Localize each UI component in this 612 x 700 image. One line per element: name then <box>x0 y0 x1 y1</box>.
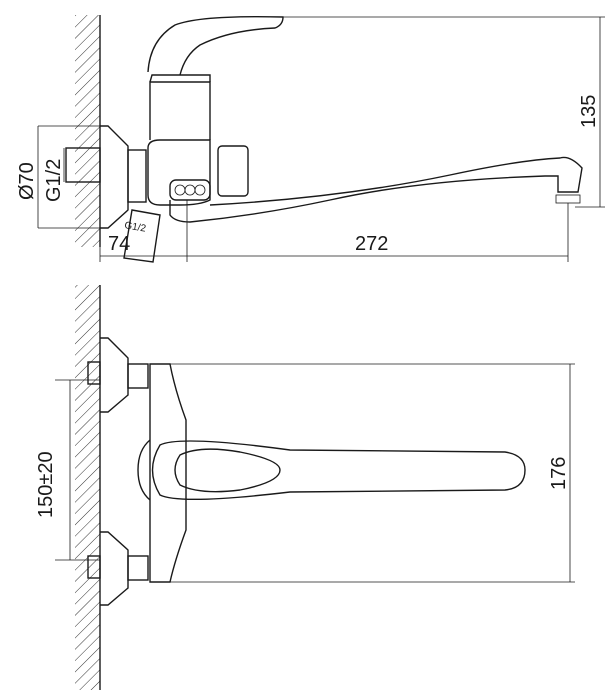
diverter-outlet <box>123 209 161 263</box>
inlet-pipe <box>65 147 101 183</box>
front-view: 150±20 176 <box>35 285 575 690</box>
lever-recess <box>174 448 281 493</box>
dim-74: 74 <box>108 233 130 255</box>
dim-135: 135 <box>578 95 600 128</box>
dim-inlet-thread: G1/2 <box>43 159 65 202</box>
upper-flange <box>100 337 129 413</box>
lever-handle <box>147 15 284 76</box>
dim-176: 176 <box>548 457 570 490</box>
eccentric-nut <box>127 149 147 203</box>
dim-150-20: 150±20 <box>35 451 57 518</box>
dimension-lines <box>37 16 605 262</box>
cartridge-housing <box>149 81 211 140</box>
valve-body-front <box>149 363 187 583</box>
swivel-ring <box>169 179 211 201</box>
aerator <box>555 194 581 204</box>
upper-nut <box>127 363 149 389</box>
spout <box>169 156 583 223</box>
dim-flange-diameter: Ø70 <box>16 162 38 200</box>
lever-front <box>151 440 526 501</box>
valve-body <box>147 139 211 206</box>
dim-272: 272 <box>355 233 388 255</box>
lower-nut <box>127 555 149 581</box>
wall-hatch-front <box>75 285 100 690</box>
side-nut <box>217 145 249 197</box>
dim-diverter-thread: G1/2 <box>123 220 147 235</box>
wall-flange <box>100 125 129 229</box>
wall-hatch <box>75 15 100 247</box>
side-view: 74 272 135 Ø70 G1/2 G1/2 <box>16 15 605 263</box>
lower-flange <box>100 531 129 606</box>
